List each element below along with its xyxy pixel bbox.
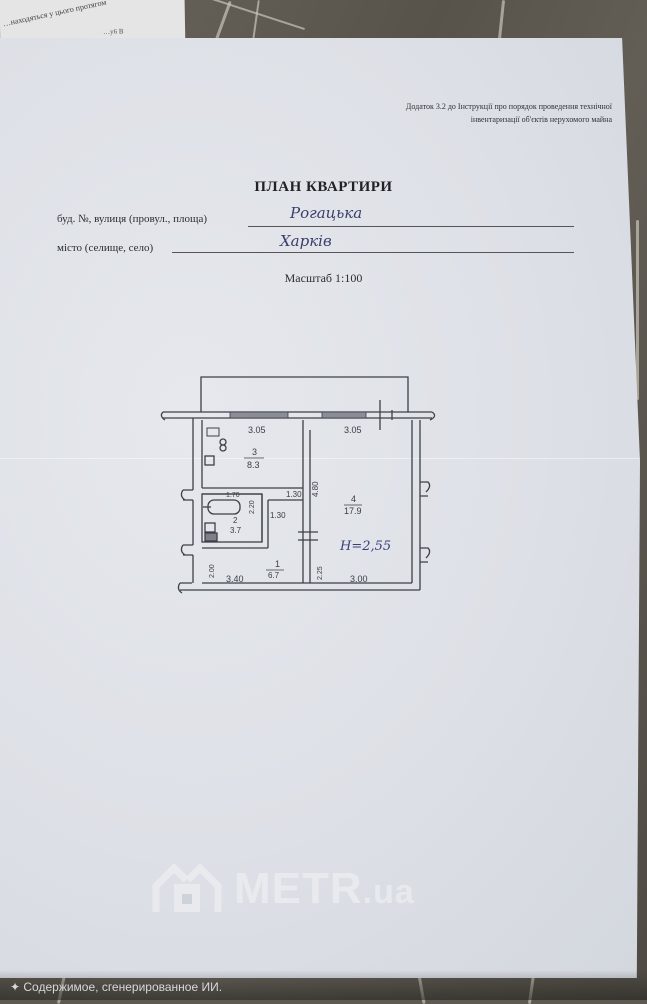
room-1-area: 6.7 <box>268 571 280 580</box>
balcony-outline <box>200 376 409 412</box>
room-2-number: 2 <box>233 516 238 525</box>
room-3-area: 8.3 <box>247 460 260 470</box>
room-4-number: 4 <box>351 494 356 504</box>
paper-fold-line <box>0 458 640 459</box>
room-4-area: 17.9 <box>344 506 362 516</box>
watermark-tld: .ua <box>362 873 415 911</box>
ai-notice-text: Содержимое, сгенерированное ИИ. <box>23 980 223 994</box>
dim-passage-top: 1.30 <box>286 490 302 499</box>
bathtub <box>207 499 241 515</box>
room-3-number: 3 <box>252 447 257 457</box>
appendix-note: Додаток 3.2 до Інструкції про порядок пр… <box>300 100 612 126</box>
dim-bath-depth: 2.20 <box>249 500 256 514</box>
scale-label: Масштаб 1:100 <box>284 271 363 285</box>
street-value: Рогацька <box>290 204 363 222</box>
dim-room-depth: 4.80 <box>311 481 320 497</box>
dim-kitchen-width: 3.05 <box>248 425 266 435</box>
dim-passage-inner: 1.30 <box>270 511 286 520</box>
dim-bath-width: 1.70 <box>226 492 240 499</box>
dim-corridor-depth: 2.00 <box>209 564 216 578</box>
watermark-text: METR.ua <box>234 864 415 914</box>
window-kitchen <box>229 411 289 419</box>
appendix-note-line: Додаток 3.2 до Інструкції про порядок пр… <box>405 102 612 111</box>
city-underline <box>172 252 574 253</box>
dim-entry-depth: 2.25 <box>317 566 324 580</box>
ceiling-height-note: H=2,55 <box>339 539 391 554</box>
document-title: ПЛАН КВАРТИРИ <box>254 179 393 195</box>
house-logo-icon <box>152 863 222 912</box>
city-value: Харків <box>280 232 332 250</box>
metr-watermark: METR.ua <box>152 862 415 916</box>
apartment-plan-document <box>0 38 640 978</box>
watermark-brand: METR <box>234 864 363 913</box>
window-room <box>321 411 367 419</box>
ai-generated-notice: ✦ Содержимое, сгенерированное ИИ. <box>10 980 222 994</box>
sparkle-icon: ✦ <box>10 980 24 994</box>
appendix-note-line: інвентаризації об'єктів нерухомого майна <box>470 115 612 124</box>
dim-room-width-top: 3.05 <box>344 425 362 435</box>
street-underline <box>248 226 574 227</box>
city-label: місто (селище, село) <box>57 242 154 254</box>
fabric-thread <box>636 220 639 400</box>
room-2-area: 3.7 <box>230 526 242 535</box>
room-1-number: 1 <box>275 559 280 569</box>
dim-corridor-width: 3.40 <box>226 574 244 584</box>
dim-room-width-bottom: 3.00 <box>350 574 368 584</box>
street-label: буд. №, вулиця (провул., площа) <box>57 213 207 225</box>
ai-notice-bar <box>0 970 647 1000</box>
